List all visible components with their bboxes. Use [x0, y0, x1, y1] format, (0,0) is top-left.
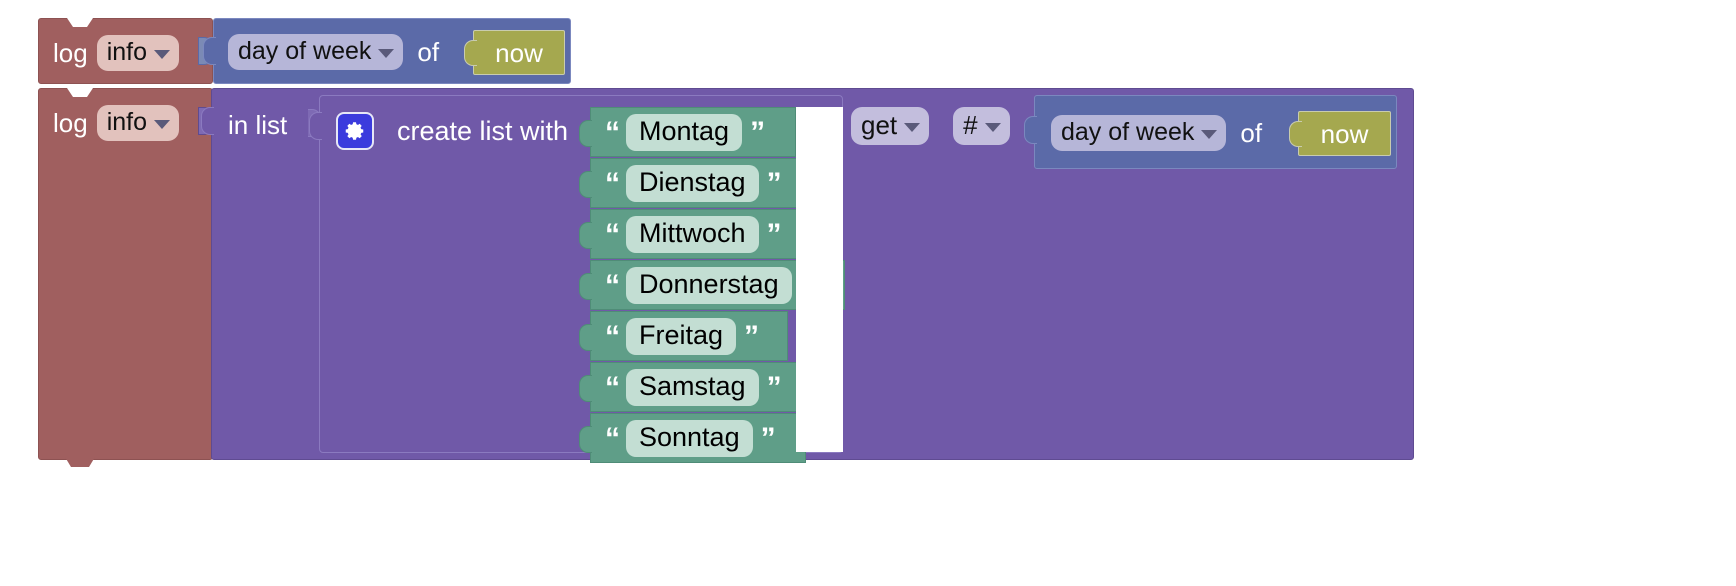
text-value[interactable]: Dienstag [626, 165, 759, 202]
log-level-value-1: info [106, 38, 148, 66]
block-top-notch [61, 18, 99, 27]
block-left-plug-string [579, 222, 592, 249]
create-list-with-block[interactable]: create list with “ Montag ” [309, 95, 845, 463]
index-row: get # [851, 107, 1010, 145]
log-level-dropdown-1[interactable]: info [96, 35, 180, 71]
text-string-block[interactable]: “ Freitag ” [579, 311, 788, 361]
clock-day-of-week-block-1[interactable]: day of week of now [203, 18, 571, 84]
chevron-down-icon [984, 122, 1001, 132]
block-left-plug-string [579, 273, 592, 300]
text-string-block[interactable]: “ Mittwoch ” [579, 209, 812, 259]
block-left-plug-string [579, 375, 592, 402]
log-statement-block-2[interactable]: log info [38, 88, 213, 467]
list-block-gutter [796, 107, 843, 452]
block-left-plug-2 [201, 107, 214, 135]
now-label-1: now [495, 37, 543, 68]
text-value[interactable]: Sonntag [626, 420, 753, 457]
select-list-item-block[interactable]: in list create list with [201, 88, 1414, 463]
close-quote-icon: ” [744, 319, 759, 353]
block-left-plug-now-1 [464, 40, 477, 66]
text-string-block[interactable]: “ Samstag ” [579, 362, 812, 412]
open-quote-icon: “ [605, 217, 620, 251]
open-quote-icon: “ [605, 115, 620, 149]
text-value[interactable]: Montag [626, 114, 743, 151]
clock-now-block-1[interactable]: now [464, 30, 565, 75]
close-quote-icon: ” [760, 421, 776, 455]
open-quote-icon: “ [605, 268, 620, 302]
block-top-notch-2 [61, 88, 99, 97]
block-left-plug-string [579, 120, 592, 147]
block-left-plug-list [309, 112, 322, 140]
now-label-2: now [1320, 118, 1369, 149]
open-quote-icon: “ [605, 319, 620, 353]
text-string-block[interactable]: “ Sonntag ” [579, 413, 806, 463]
log-level-value-2: info [106, 108, 148, 136]
text-string-block[interactable]: “ Dienstag ” [579, 158, 812, 208]
clock-day-of-week-block-2[interactable]: day of week of now [1024, 95, 1397, 169]
chevron-down-icon [154, 119, 171, 129]
text-value[interactable]: Samstag [626, 369, 759, 406]
clock-now-block-2[interactable]: now [1289, 111, 1391, 156]
block-bottom-notch-2 [65, 457, 95, 467]
block-left-plug-string [579, 324, 592, 351]
log-statement-block-1[interactable]: log info [38, 18, 213, 84]
log-keyword-label-1: log [53, 38, 88, 68]
chevron-down-icon [904, 122, 921, 132]
close-quote-icon: ” [750, 115, 765, 149]
day-of-week-value-1: day of week [238, 37, 372, 65]
block-left-plug-1 [203, 37, 216, 65]
variable-label: # [963, 110, 978, 140]
text-string-block[interactable]: “ Montag ” [579, 107, 796, 157]
day-of-week-value-2: day of week [1061, 118, 1195, 146]
block-left-plug-now-2 [1289, 121, 1302, 147]
of-label-2: of [1240, 118, 1263, 148]
text-value[interactable]: Mittwoch [626, 216, 759, 253]
day-of-week-dropdown-2[interactable]: day of week [1051, 115, 1227, 151]
text-value[interactable]: Donnerstag [626, 267, 792, 304]
close-quote-icon: ” [766, 217, 782, 251]
get-dropdown[interactable]: get [851, 107, 930, 145]
create-list-with-title: create list with [397, 115, 569, 146]
variable-dropdown[interactable]: # [953, 107, 1010, 145]
open-quote-icon: “ [605, 370, 620, 404]
text-value[interactable]: Freitag [626, 318, 737, 355]
open-quote-icon: “ [605, 166, 620, 200]
get-label: get [861, 110, 898, 140]
chevron-down-icon [378, 48, 395, 58]
gear-icon[interactable] [336, 112, 374, 150]
open-quote-icon: “ [605, 421, 620, 455]
block-left-plug-string [579, 426, 592, 453]
log-keyword-label-2: log [53, 108, 88, 138]
chevron-down-icon [1201, 129, 1218, 139]
log-level-dropdown-2[interactable]: info [96, 105, 180, 141]
block-left-plug-string [579, 171, 592, 198]
close-quote-icon: ” [766, 166, 782, 200]
close-quote-icon: ” [766, 370, 782, 404]
day-of-week-dropdown-1[interactable]: day of week [228, 34, 404, 70]
block-left-plug-clock-2 [1024, 116, 1037, 144]
of-label-1: of [417, 37, 440, 67]
in-list-label: in list [228, 110, 288, 140]
chevron-down-icon [154, 49, 171, 59]
